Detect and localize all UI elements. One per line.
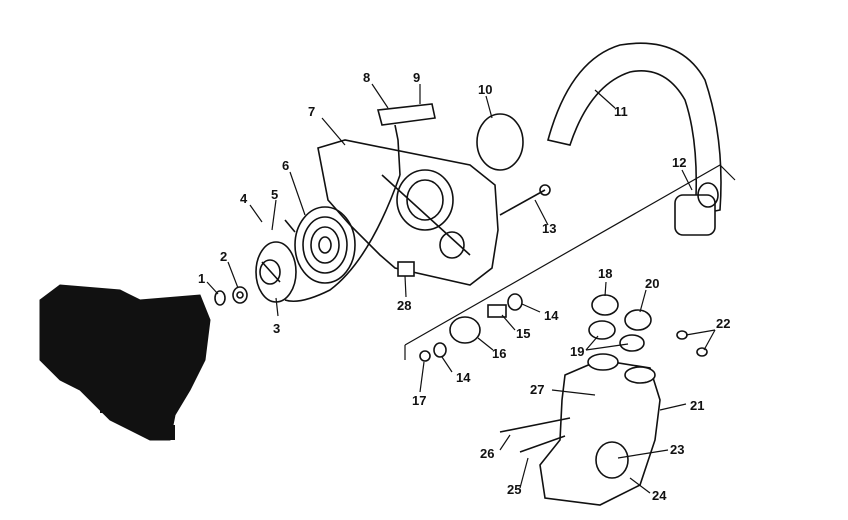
callout-15: 15 xyxy=(516,326,530,341)
fitting-parts xyxy=(419,293,523,362)
callout-19: 19 xyxy=(570,344,584,359)
callout-5: 5 xyxy=(271,187,278,202)
front-handlebar xyxy=(547,42,722,236)
small-plate xyxy=(397,261,415,277)
callout-22: 22 xyxy=(716,316,730,331)
callout-23: 23 xyxy=(670,442,684,457)
callout-2: 2 xyxy=(220,249,227,264)
separator-line xyxy=(404,164,736,346)
callout-25: 25 xyxy=(507,482,521,497)
callout-14a: 14 xyxy=(544,308,559,323)
mounting-bolt xyxy=(499,184,551,216)
callout-24: 24 xyxy=(652,488,667,503)
callout-3: 3 xyxy=(273,321,280,336)
callout-17: 17 xyxy=(412,393,426,408)
callout-4: 4 xyxy=(240,191,248,206)
fuel-tank xyxy=(499,353,661,506)
callout-1: 1 xyxy=(198,271,205,286)
callout-6: 6 xyxy=(282,158,289,173)
screw-and-washer xyxy=(214,286,248,306)
callout-13: 13 xyxy=(542,221,556,236)
callout-18: 18 xyxy=(598,266,612,281)
rewind-spring xyxy=(284,206,356,284)
callout-10: 10 xyxy=(478,82,492,97)
callout-27: 27 xyxy=(530,382,544,397)
starter-pulley xyxy=(255,241,297,303)
callout-12: 12 xyxy=(672,155,686,170)
ring-gasket xyxy=(476,113,524,171)
callout-21: 21 xyxy=(690,398,704,413)
callout-26: 26 xyxy=(480,446,494,461)
engine-block xyxy=(39,284,211,441)
callout-20: 20 xyxy=(645,276,659,291)
callout-14b: 14 xyxy=(456,370,471,385)
starter-handle xyxy=(284,103,436,303)
leader-lines xyxy=(206,83,716,494)
callout-8: 8 xyxy=(363,70,370,85)
callout-7: 7 xyxy=(308,104,315,119)
starter-housing xyxy=(317,139,499,286)
callout-11: 11 xyxy=(614,104,628,119)
callout-28: 28 xyxy=(397,298,411,313)
callout-9: 9 xyxy=(413,70,420,85)
callout-16: 16 xyxy=(492,346,506,361)
